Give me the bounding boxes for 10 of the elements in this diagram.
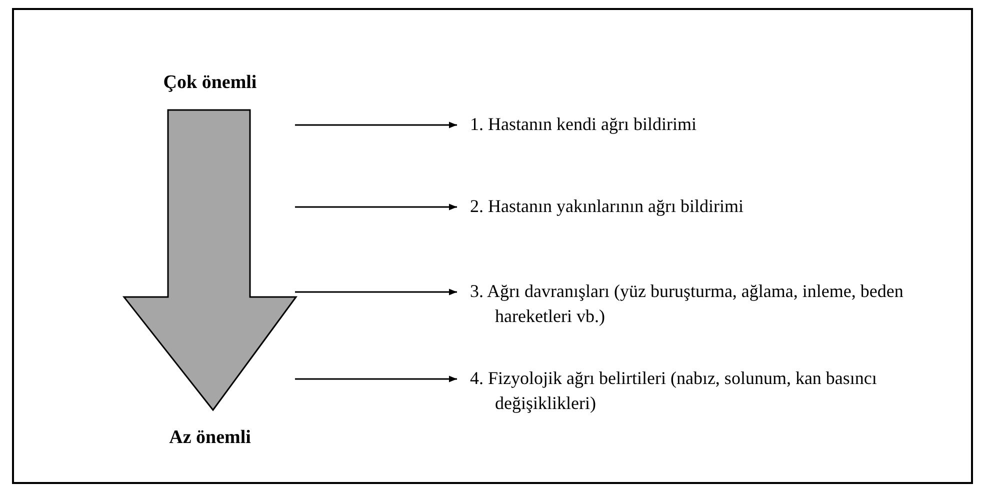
list-item: 4. Fizyolojik ağrı belirtileri (nabız, solunum, kan basıncı değişiklikleri) <box>458 366 958 416</box>
list-item: 3. Ağrı davranışları (yüz buruşturma, ağlama, inleme, beden hareketleri vb.) <box>458 279 950 329</box>
list-item: 1. Hastanın kendi ağrı bildirimi <box>458 112 958 137</box>
arrow <box>295 376 457 382</box>
list-item: 2. Hastanın yakınlarının ağrı bildirimi <box>458 194 958 219</box>
arrow <box>295 122 457 128</box>
arrow <box>295 204 457 210</box>
arrow <box>295 288 457 296</box>
importance-label: Çok önemli <box>163 71 257 95</box>
importance-label: Az önemli <box>169 426 251 450</box>
